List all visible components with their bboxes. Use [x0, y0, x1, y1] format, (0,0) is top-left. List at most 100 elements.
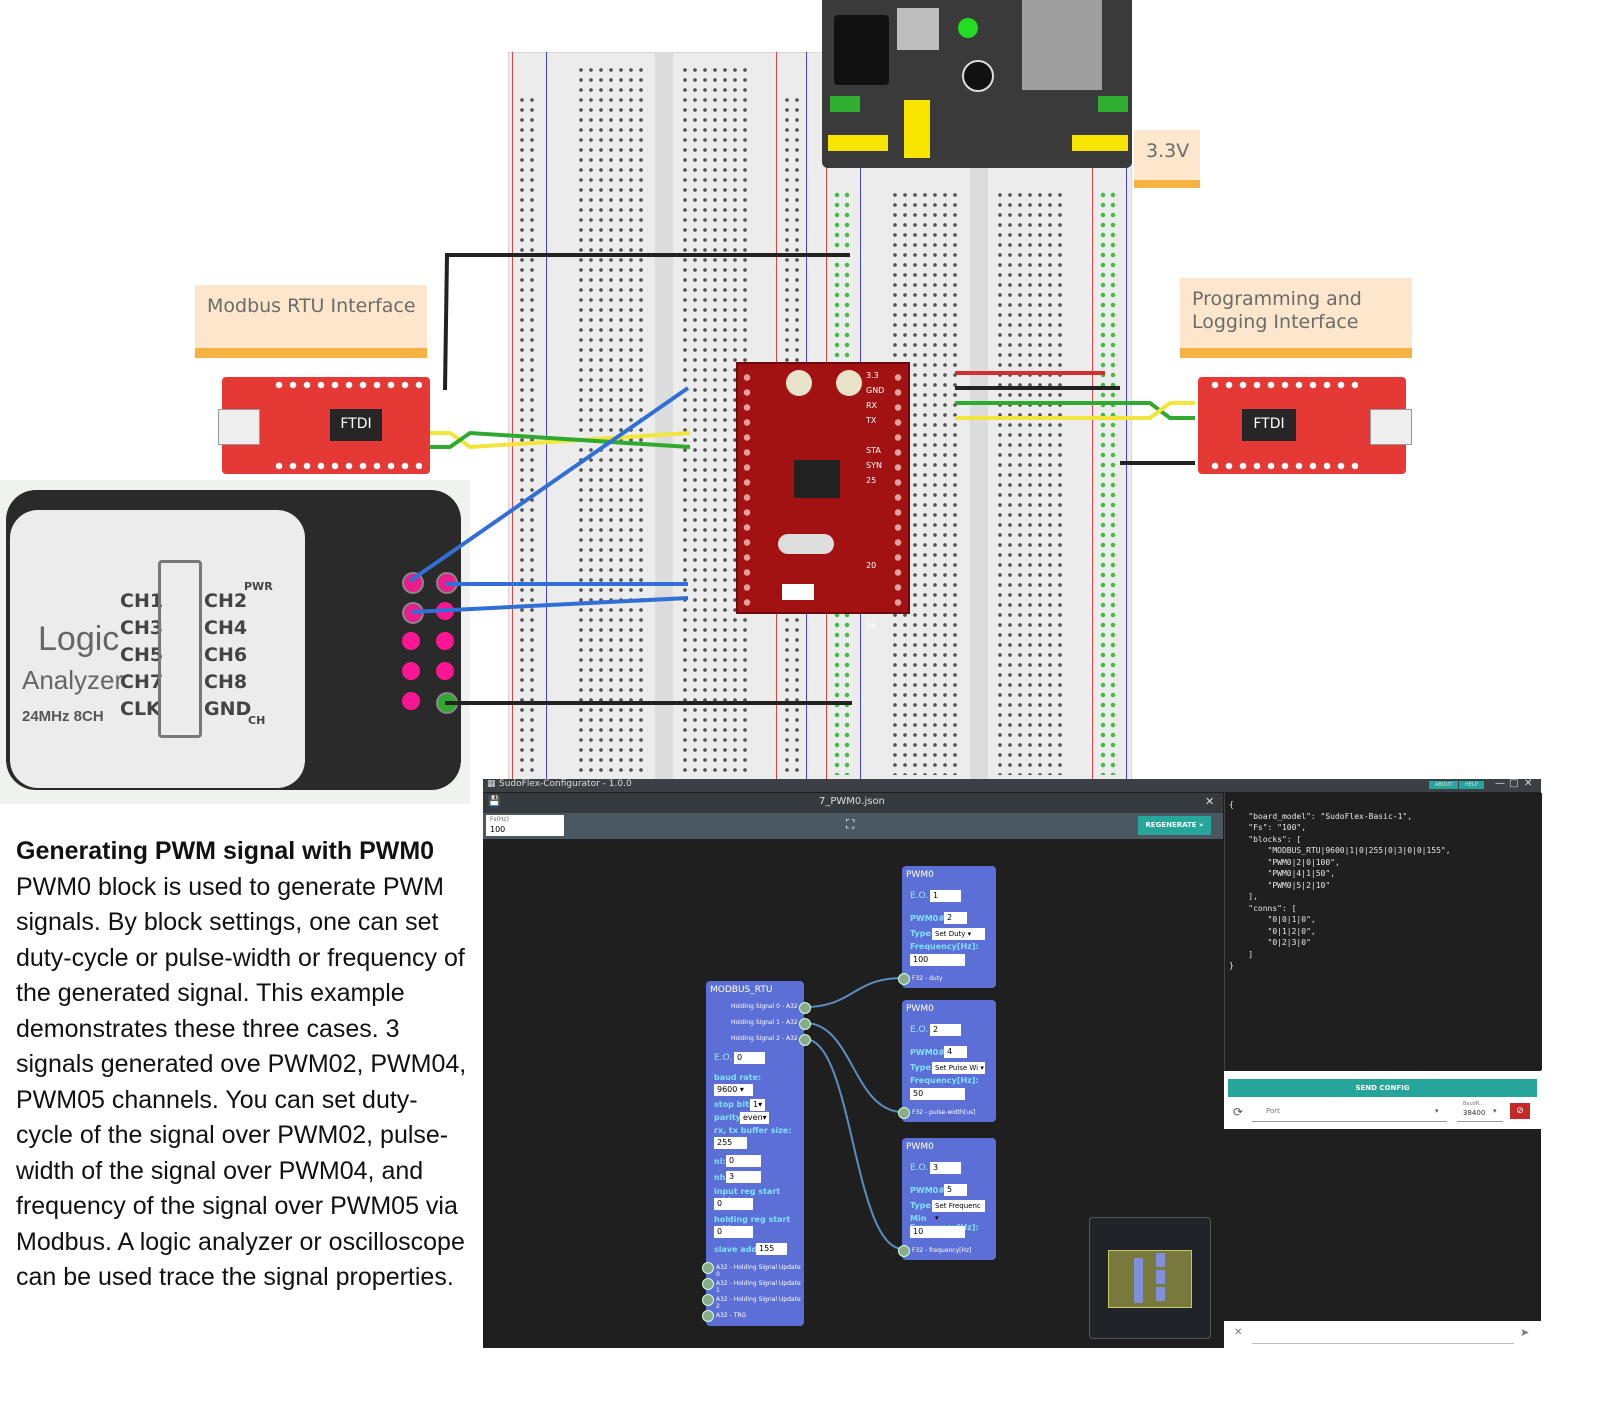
pin-row [272, 381, 422, 389]
pin-row [272, 462, 422, 470]
slave-addr-label: slave addr.: [714, 1245, 767, 1254]
connection-2 [804, 1038, 904, 1250]
about-button[interactable]: ABOUT [1429, 781, 1459, 789]
baud-select[interactable]: BaudR... 38400 ▾ [1457, 1101, 1503, 1122]
close-file-icon[interactable]: ✕ [1205, 795, 1215, 808]
pin-label: CH6 [204, 644, 248, 666]
baud-select[interactable]: 9600 ▾ [714, 1084, 753, 1096]
parity-select[interactable]: even▾ [740, 1112, 769, 1124]
wires [408, 253, 1195, 705]
input-port[interactable] [702, 1278, 714, 1290]
toolbar: Fs(Hz) 100 ⛶ REGENERATE » [483, 813, 1223, 839]
minimap-block [1156, 1270, 1165, 1284]
pwm-block-3[interactable]: PWM0 E.O. 3 PWM0#: 5 Type: Set Frequenc … [898, 1138, 996, 1260]
buffer-input[interactable]: 255 [714, 1137, 747, 1149]
pwm-block-2[interactable]: PWM0 E.O. 2 PWM0#: 4 Type: Set Pulse Wi … [898, 1000, 996, 1122]
pin-label: GND [204, 698, 252, 720]
help-button[interactable]: HELP [1459, 781, 1484, 789]
channel-input[interactable]: 5 [944, 1184, 967, 1196]
pin-label: TX [866, 416, 877, 425]
minimap-block [1156, 1287, 1165, 1301]
pin-label: 3.3 [866, 371, 879, 380]
input-port[interactable] [702, 1310, 714, 1322]
command-input[interactable] [1252, 1325, 1514, 1344]
eo-input[interactable]: 0 [734, 1052, 765, 1064]
ftdi-chip-left: FTDI [330, 409, 382, 441]
input-port[interactable] [898, 1245, 910, 1257]
chevron-down-icon: ▾ [1493, 1107, 1497, 1115]
param-label: Frequency[Hz]: [910, 1076, 979, 1085]
ftdi-board-left: FTDI [218, 377, 430, 474]
analyzer-title: Logic [38, 620, 120, 658]
send-config-button[interactable]: SEND CONFIG [1228, 1079, 1537, 1097]
stop-bits-select[interactable]: 1▾ [750, 1099, 765, 1111]
input-addr-input[interactable]: 0 [714, 1198, 753, 1210]
mcu-pin-labels: 3.3 GND RX TX STA SYN 25 20 16 [866, 368, 884, 633]
close-icon[interactable]: ✕ [1524, 778, 1533, 789]
fs-label: Fs(Hz) [490, 816, 509, 823]
device-panel: SEND CONFIG ⟳ Port ▾ BaudR... 38400 ▾ ⊘ … [1224, 1071, 1541, 1348]
mcu-chip [794, 460, 840, 498]
block-title: MODBUS_RTU [710, 985, 773, 995]
output-port[interactable] [799, 1018, 811, 1030]
modbus-block[interactable]: MODBUS_RTU Holding Signal 0 - A32 Holdin… [702, 981, 811, 1326]
analyzer-connector [158, 560, 202, 738]
eo-input[interactable]: 1 [930, 890, 961, 902]
window-titlebar: ▦ SudoFlex-Configurator - 1.0.0 ABOUT HE… [483, 778, 1541, 792]
eo-input[interactable]: 3 [930, 1162, 961, 1174]
input-port[interactable] [898, 973, 910, 985]
eo-label: E.O. [714, 1053, 733, 1063]
channel-input[interactable]: 4 [944, 1046, 967, 1058]
minimap[interactable] [1089, 1217, 1211, 1339]
capacitor [962, 60, 994, 92]
analyzer-pin [402, 662, 420, 680]
holding-addr-input[interactable]: 0 [714, 1226, 753, 1238]
input-port[interactable] [898, 1107, 910, 1119]
param-label: Frequency[Hz]: [910, 942, 979, 951]
channel-input[interactable]: 2 [944, 912, 967, 924]
type-select[interactable]: Set Duty ▾ [932, 928, 985, 940]
type-select[interactable]: Set Pulse Wi ▾ [932, 1062, 985, 1074]
configurator-window: ▦ SudoFlex-Configurator - 1.0.0 ABOUT HE… [483, 778, 1542, 1348]
dc-jack [834, 15, 889, 85]
pin-label: CH8 [204, 671, 248, 693]
fs-field[interactable]: Fs(Hz) 100 [486, 815, 564, 836]
slave-addr-input[interactable]: 155 [756, 1243, 787, 1255]
maximize-icon[interactable]: □ [1509, 778, 1519, 789]
send-config-label: SEND CONFIG [1355, 1084, 1410, 1092]
voltage-note: 3.3V [1134, 130, 1200, 188]
port-select[interactable]: Port ▾ [1252, 1105, 1447, 1122]
eo-label: E.O. [910, 891, 929, 901]
regenerate-button[interactable]: REGENERATE » [1138, 816, 1211, 835]
nh-input[interactable]: 3 [726, 1171, 761, 1183]
param-input[interactable]: 10 [910, 1226, 965, 1238]
type-label: Type: [910, 929, 935, 938]
baud-value: 38400 [1463, 1109, 1486, 1117]
input-port[interactable] [702, 1294, 714, 1306]
output-port[interactable] [799, 1002, 811, 1014]
ftdi-board-right: FTDI [1198, 377, 1412, 474]
minimap-viewport[interactable] [1108, 1250, 1192, 1308]
fit-view-icon[interactable]: ⛶ [846, 817, 855, 831]
ni-input[interactable]: 0 [726, 1155, 761, 1167]
channel-label: PWM0#: [910, 1048, 949, 1057]
param-input[interactable]: 100 [910, 954, 965, 966]
minimize-icon[interactable]: — [1495, 778, 1505, 789]
mcu-board: 3.3 GND RX TX STA SYN 25 20 16 [736, 362, 910, 630]
param-input[interactable]: 50 [910, 1088, 965, 1100]
eo-input[interactable]: 2 [930, 1024, 961, 1036]
crystal [778, 534, 834, 554]
input-port[interactable] [702, 1262, 714, 1274]
send-icon[interactable]: ➤ [1520, 1326, 1530, 1339]
disconnect-button[interactable]: ⊘ [1510, 1103, 1530, 1119]
fs-value: 100 [490, 825, 506, 834]
type-select[interactable]: Set Frequenc ▾ [932, 1200, 985, 1222]
save-icon[interactable]: 💾 [488, 796, 501, 807]
file-tab-bar: 💾 7_PWM0.json ✕ [483, 793, 1223, 813]
clear-icon[interactable]: ✕ [1234, 1327, 1243, 1338]
baud-label: BaudR... [1463, 1101, 1484, 1107]
pin-label: CLK [120, 698, 161, 720]
refresh-icon[interactable]: ⟳ [1233, 1105, 1244, 1119]
output-port[interactable] [799, 1034, 811, 1046]
pwm-block-1[interactable]: PWM0 E.O. 1 PWM0#: 2 Type: Set Duty ▾ Fr… [898, 866, 996, 988]
